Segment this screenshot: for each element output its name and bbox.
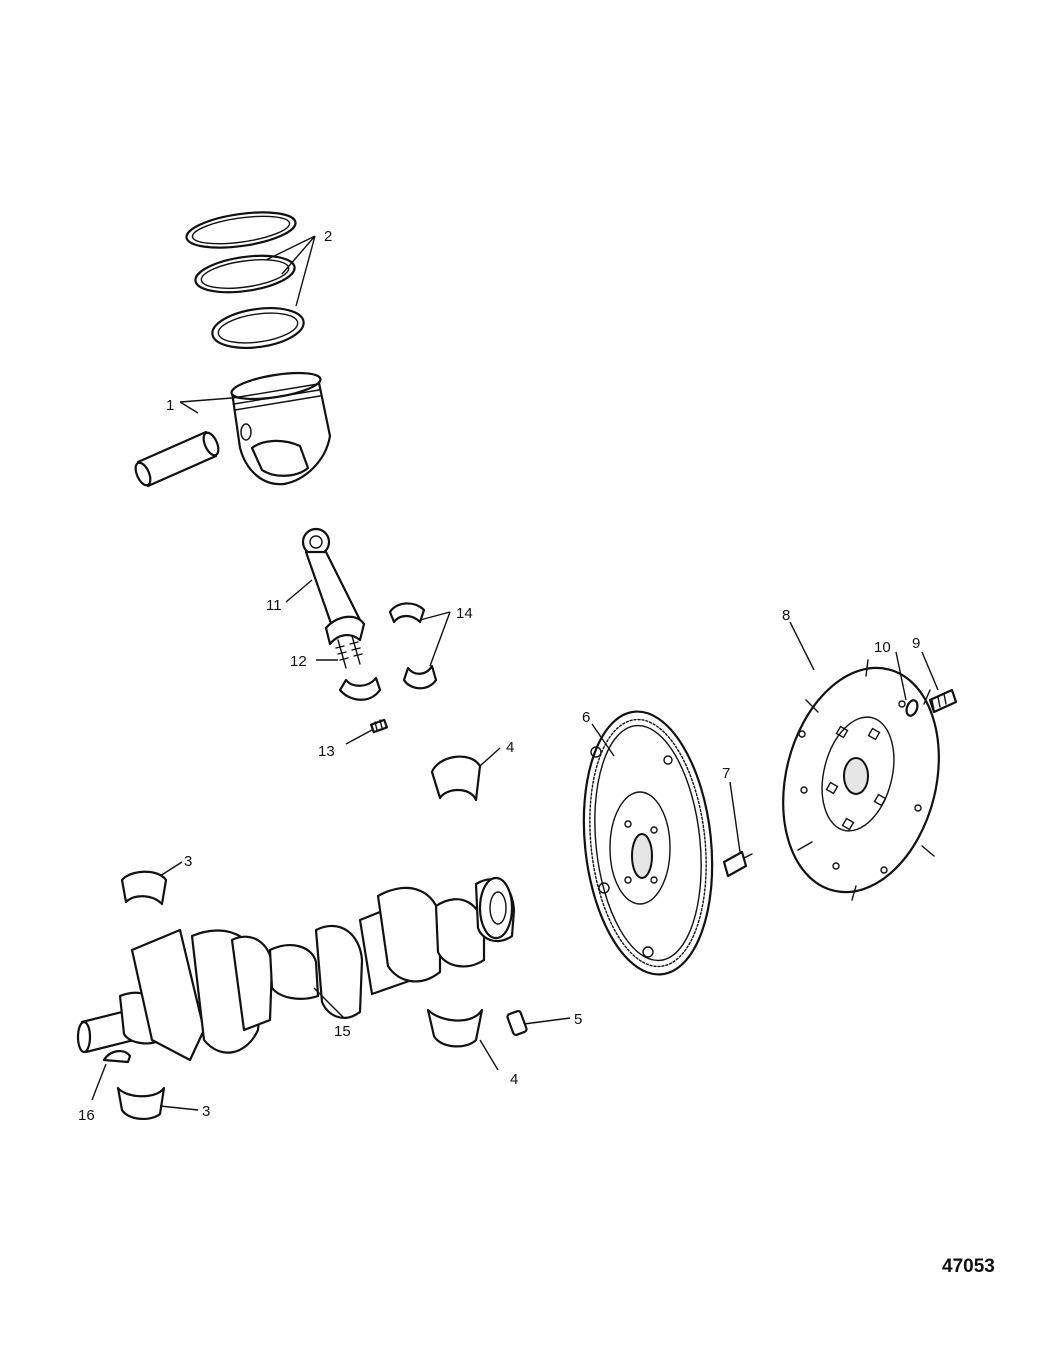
- callout-11: 11: [266, 597, 282, 614]
- callout-12: 12: [290, 653, 307, 670]
- crank-key: [102, 1050, 132, 1064]
- piston-rings: [185, 211, 305, 349]
- callout-7: 7: [722, 765, 730, 782]
- rod-nuts: [369, 718, 389, 734]
- callout-10: 10: [874, 639, 891, 656]
- callout-labels: 1 2 3 3 4 4 5 6 7 8 9 10 11 12 13 14 15 …: [78, 228, 920, 1124]
- callout-6: 6: [582, 709, 590, 726]
- washer: [905, 699, 919, 717]
- callout-15: 15: [334, 1023, 351, 1040]
- connecting-rod: [301, 527, 366, 669]
- callout-3-upper: 3: [184, 853, 192, 870]
- callout-3-lower: 3: [202, 1103, 210, 1120]
- callout-1: 1: [166, 397, 174, 414]
- crankshaft: [76, 876, 516, 1062]
- callout-16: 16: [78, 1107, 95, 1124]
- leader-lines: [91, 235, 939, 1111]
- rod-bearings: [338, 602, 438, 701]
- figure-number: 47053: [942, 1256, 995, 1277]
- drive-plate: [782, 659, 940, 901]
- dowel-pin: [506, 1010, 528, 1036]
- callout-9: 9: [912, 635, 920, 652]
- callout-4-upper: 4: [506, 739, 514, 756]
- callout-13: 13: [318, 743, 335, 760]
- callout-4-lower: 4: [510, 1071, 518, 1088]
- flexplate: [582, 710, 714, 976]
- main-bearings-4: [426, 755, 484, 1048]
- callout-14: 14: [456, 605, 473, 622]
- callout-2: 2: [324, 228, 332, 245]
- drive-plate-screw: [928, 688, 958, 714]
- callout-5: 5: [574, 1011, 582, 1028]
- main-bearings-3: [116, 870, 168, 1120]
- piston-and-pin: [134, 371, 332, 488]
- callout-8: 8: [782, 607, 790, 624]
- flexplate-bolt: [722, 850, 753, 878]
